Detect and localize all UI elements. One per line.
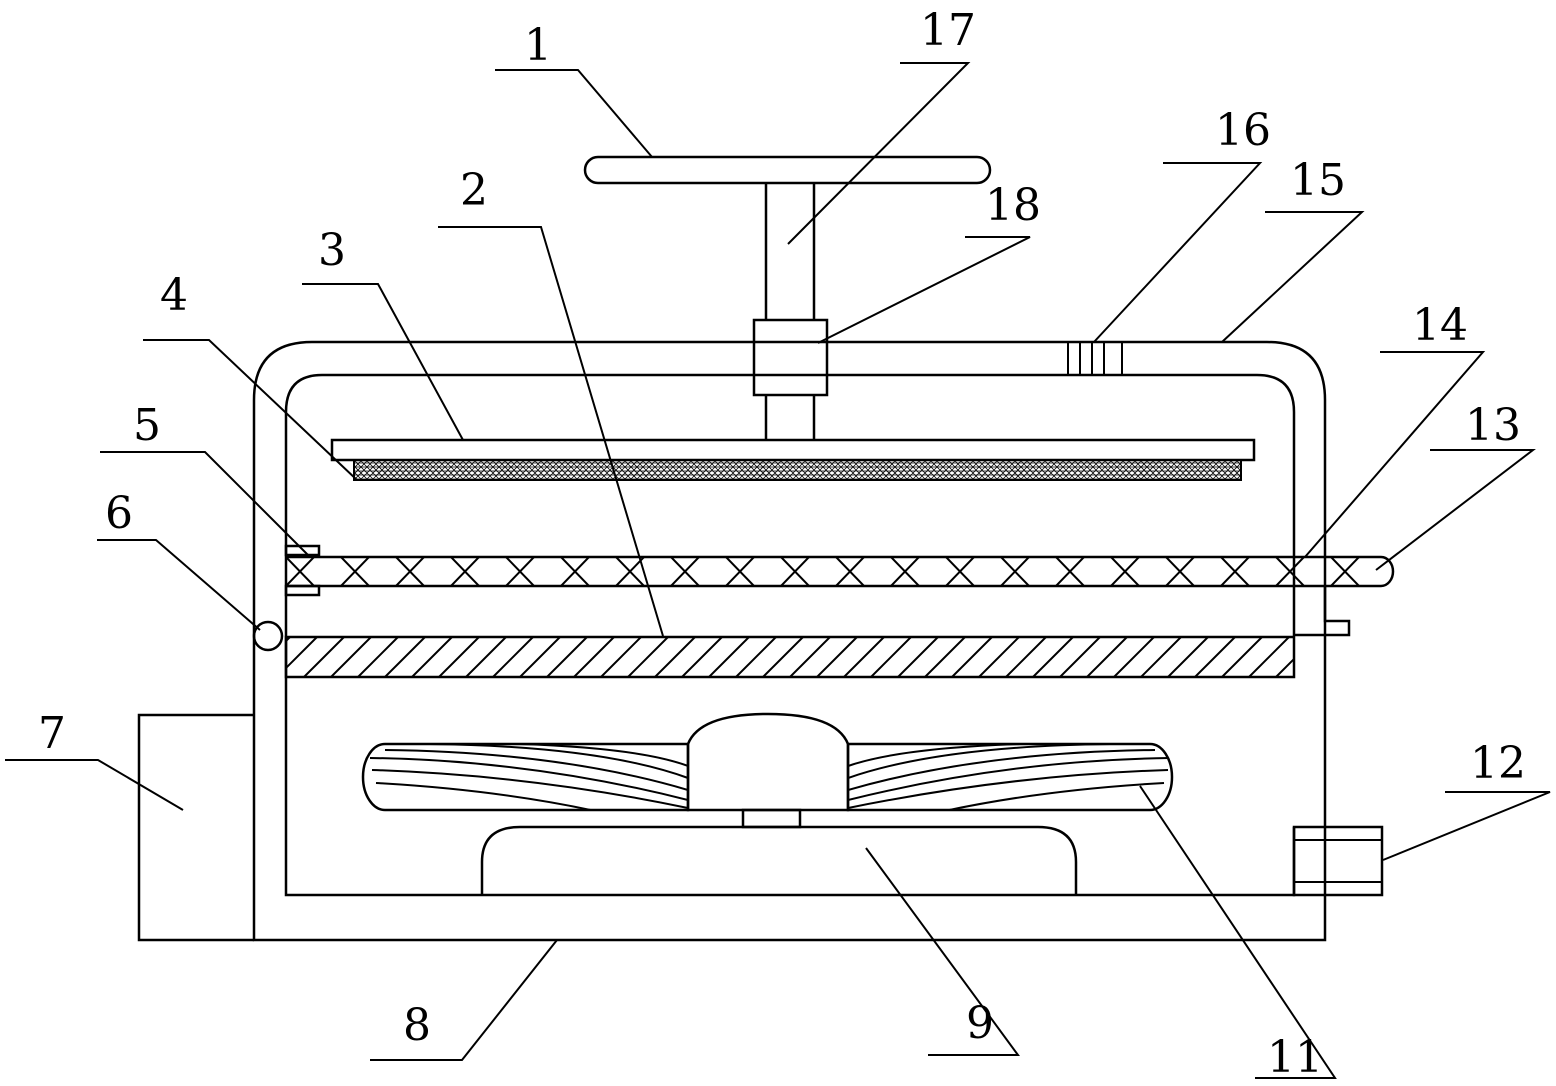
bearing-block — [284, 544, 321, 597]
fan-base — [480, 825, 1078, 895]
handle — [583, 155, 992, 185]
label-5: 5 — [133, 400, 161, 451]
fan-blades — [361, 742, 1174, 812]
heating-plate — [284, 635, 1296, 679]
label-6: 6 — [105, 488, 133, 539]
label-1: 1 — [524, 20, 552, 71]
label-12: 12 — [1470, 738, 1526, 789]
motor-box — [137, 713, 254, 942]
hinge-circle — [252, 620, 284, 652]
fan-shaft — [741, 808, 802, 829]
nut-block — [752, 318, 829, 397]
label-11: 11 — [1267, 1032, 1323, 1083]
housing-inner — [284, 373, 1296, 897]
label-4: 4 — [160, 270, 188, 321]
label-13: 13 — [1465, 400, 1521, 451]
label-17: 17 — [920, 5, 976, 56]
outlet-pipe — [1292, 825, 1384, 897]
part-labels: 1 17 2 18 16 15 3 4 14 5 13 6 7 12 8 9 1… — [38, 5, 1526, 1083]
housing-outer — [252, 340, 1327, 942]
threaded-shaft — [286, 555, 1395, 588]
label-2: 2 — [460, 165, 488, 216]
leader-lines — [5, 62, 1551, 1079]
label-16: 16 — [1215, 105, 1271, 156]
label-9: 9 — [966, 998, 994, 1049]
vent-grille — [1067, 342, 1123, 375]
fan-hub — [686, 712, 850, 812]
label-14: 14 — [1412, 300, 1468, 351]
right-bracket — [1292, 586, 1351, 637]
label-15: 15 — [1290, 155, 1346, 206]
label-3: 3 — [318, 225, 346, 276]
label-18: 18 — [985, 180, 1041, 231]
label-8: 8 — [403, 1000, 431, 1051]
press-plate — [330, 438, 1256, 462]
label-7: 7 — [38, 708, 66, 759]
screw-rod — [764, 183, 816, 440]
mesh-layer — [353, 459, 1242, 481]
